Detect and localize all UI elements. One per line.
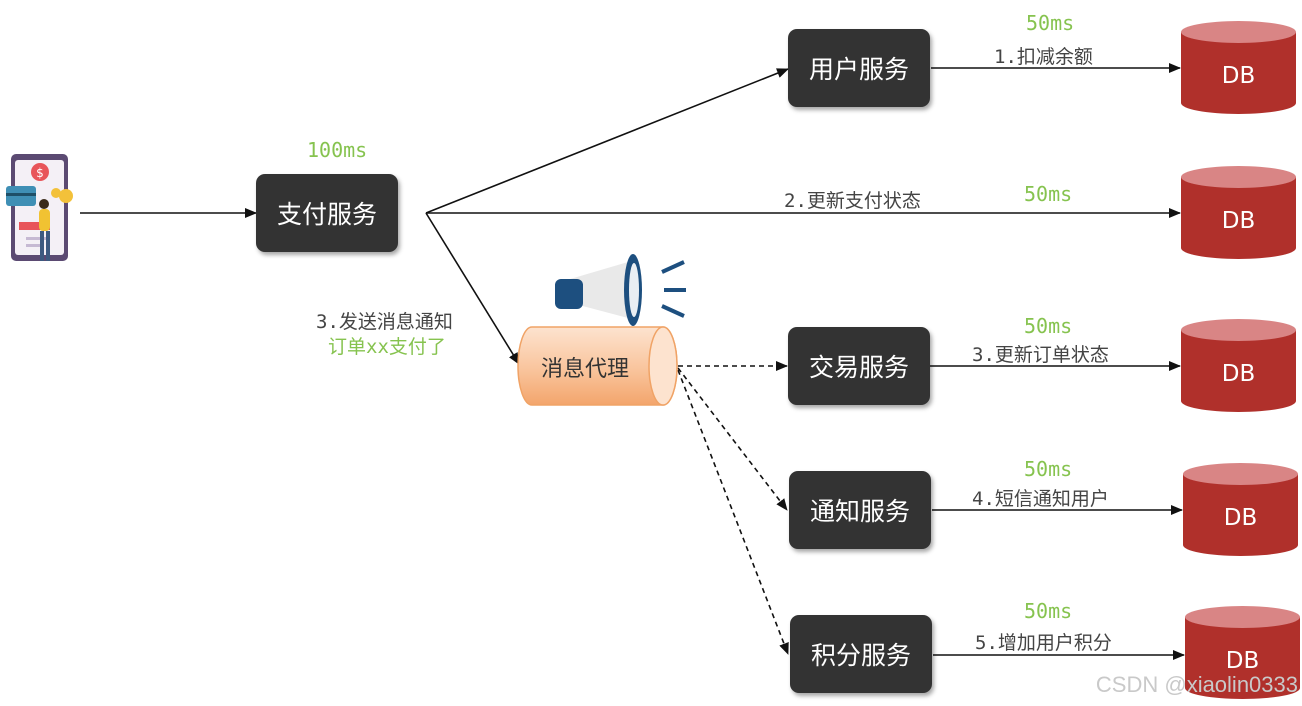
edge-label-send-message: 3.发送消息通知 (316, 311, 453, 333)
db-notify-label: DB (1224, 505, 1258, 531)
db-points-label: DB (1226, 648, 1260, 674)
edge-label-deduct: 1.扣减余额 (994, 46, 1093, 68)
db-trade-label: DB (1222, 361, 1256, 387)
latency-trade: 50ms (1024, 314, 1073, 338)
notify-service-box[interactable]: 通知服务 (789, 471, 931, 549)
user-service-box[interactable]: 用户服务 (788, 29, 930, 107)
points-service-box[interactable]: 积分服务 (790, 615, 932, 693)
edge-label-message-content: 订单xx支付了 (328, 336, 446, 358)
broker-label: 消息代理 (541, 357, 629, 382)
watermark: CSDN @xiaolin0333 (1095, 672, 1298, 697)
message-broker (517, 326, 678, 406)
db-user-label: DB (1222, 63, 1256, 89)
trade-service-box[interactable]: 交易服务 (788, 327, 930, 405)
edge-broker-to-notify (677, 367, 788, 511)
db-user-database-icon: DB (1181, 21, 1296, 115)
edge-label-points: 5.增加用户积分 (975, 632, 1112, 654)
latency-notify: 50ms (1024, 457, 1073, 481)
edge-broker-to-points (677, 369, 789, 655)
db-pay-status-label: DB (1222, 208, 1256, 234)
svg-text:$: $ (36, 166, 44, 180)
edge-label-pay-status: 2.更新支付状态 (784, 190, 921, 212)
edge-pay-to-user (425, 68, 789, 214)
pay-service-box[interactable]: 支付服务 (256, 174, 398, 252)
db-pay-status-database-icon: DB (1181, 166, 1296, 259)
db-trade-database-icon: DB (1181, 319, 1296, 413)
latency-pay: 100ms (307, 138, 368, 162)
latency-pay-status: 50ms (1024, 182, 1073, 206)
latency-points: 50ms (1024, 599, 1073, 623)
latency-user: 50ms (1026, 11, 1075, 35)
edge-pay-to-broker (425, 212, 520, 365)
megaphone-icon (555, 254, 686, 326)
phone-payment-icon: $ (6, 154, 73, 261)
db-notify-database-icon: DB (1183, 463, 1298, 556)
edge-label-sms: 4.短信通知用户 (972, 488, 1109, 510)
edge-label-order-status: 3.更新订单状态 (972, 344, 1109, 366)
db-points-database-icon: DB (1185, 606, 1300, 699)
